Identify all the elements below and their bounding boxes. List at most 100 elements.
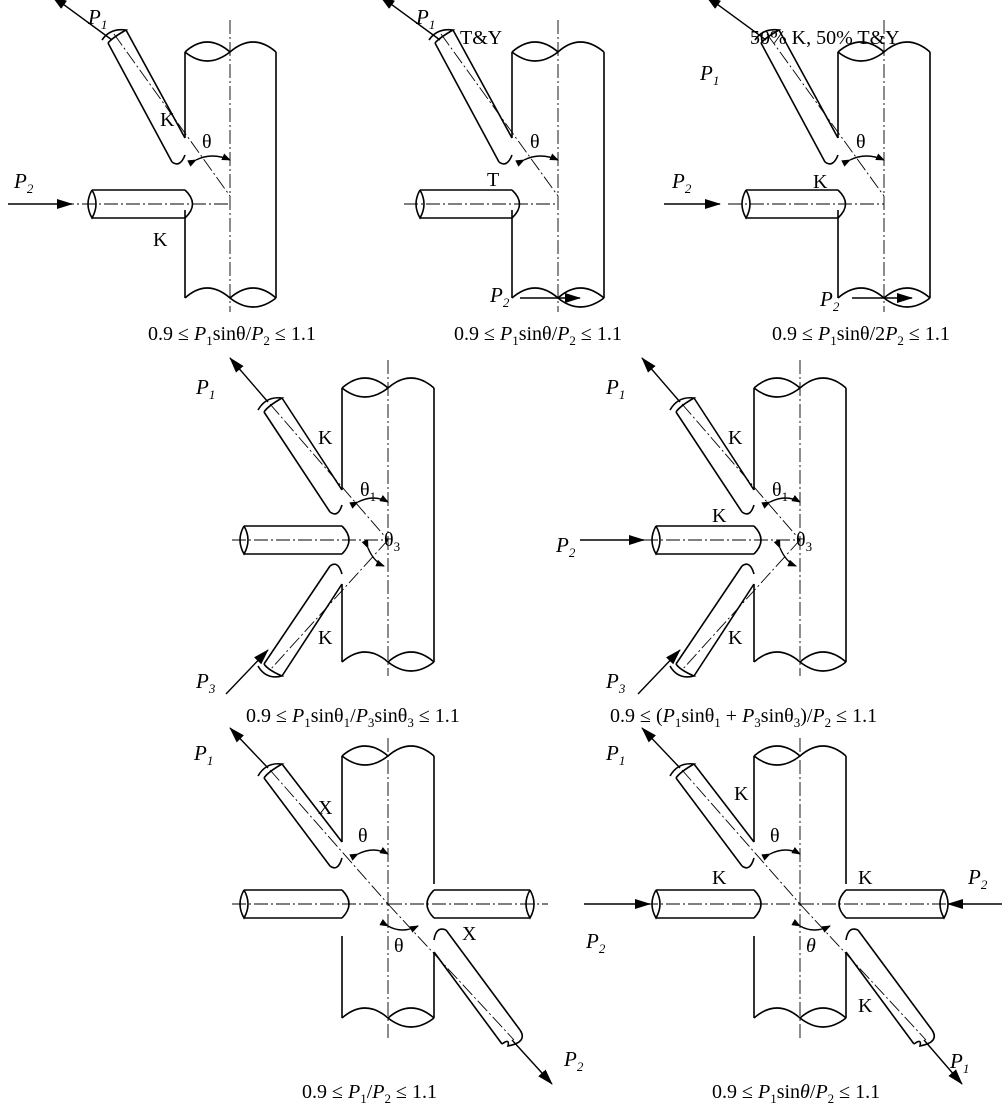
formula-b: 0.9 ≤ P1sinθ/P2 ≤ 1.1 xyxy=(454,323,622,348)
joint-label-k-upper: K xyxy=(160,109,175,131)
upper-diagonal-brace xyxy=(257,396,389,541)
angle-label-theta1: θ1 xyxy=(360,479,376,504)
formula-c: 0.9 ≤ P1sinθ/2P2 ≤ 1.1 xyxy=(772,323,950,348)
formula-g: 0.9 ≤ P1sinθ/P2 ≤ 1.1 xyxy=(712,1081,880,1106)
formula-f: 0.9 ≤ P1/P2 ≤ 1.1 xyxy=(302,1081,437,1106)
angle-label-theta: θ xyxy=(202,131,212,153)
joint-label-ty: T&Y xyxy=(460,27,502,49)
theta-angle-arc xyxy=(515,153,559,167)
force-label-p2-left: P2 xyxy=(585,929,606,956)
joint-label-k-lower: K xyxy=(318,627,333,649)
joint-label-k-left: K xyxy=(712,867,727,889)
chord-tube xyxy=(753,738,847,1038)
joint-label-k-middle: K xyxy=(712,505,727,527)
panel-g: P1 P2 P2 P1 K K K K θ θ 0.9 ≤ P1sinθ/P2 … xyxy=(584,727,1002,1106)
force-label-p2-right: P2 xyxy=(967,865,988,892)
joint-label-k-lower: K xyxy=(728,627,743,649)
panel-f: P1 P2 X X θ θ 0.9 ≤ P1/P2 ≤ 1.1 xyxy=(193,727,584,1106)
angle-label-theta: θ xyxy=(856,131,866,153)
force-label-p1-bottom: P1 xyxy=(949,1049,969,1076)
horizontal-brace xyxy=(644,525,800,556)
force-arrows xyxy=(225,357,269,695)
force-label-p1: P1 xyxy=(87,5,107,32)
theta-angle-arc-upper xyxy=(349,846,389,861)
chord-tube xyxy=(511,20,605,312)
horizontal-brace xyxy=(232,525,388,556)
force-label-p1: P1 xyxy=(415,5,435,32)
force-label-p3: P3 xyxy=(195,669,216,696)
force-label-p2: P2 xyxy=(489,283,510,310)
panel-c: P1 P2 P2 50% K, 50% T&Y K θ 0.9 ≤ P1sinθ… xyxy=(664,0,950,348)
force-label-p2-bottom: P2 xyxy=(819,287,840,314)
upper-diagonal-brace xyxy=(669,396,801,541)
joint-label-k: K xyxy=(813,171,828,193)
force-label-p2: P2 xyxy=(563,1047,584,1074)
angle-label-theta-lower: θ xyxy=(806,935,816,957)
theta-angle-arc-lower xyxy=(379,918,419,933)
force-arrows xyxy=(584,727,1002,1085)
force-label-p3: P3 xyxy=(605,669,626,696)
diagonal-brace xyxy=(428,28,559,197)
panel-e: P1 P2 P3 K K K θ1 θ3 0.9 ≤ (P1sinθ1 + P3… xyxy=(555,357,877,730)
joint-label-mixed: 50% K, 50% T&Y xyxy=(750,27,900,49)
force-arrows xyxy=(379,0,581,303)
joint-label-k-upper: K xyxy=(728,427,743,449)
formula-d: 0.9 ≤ P1sinθ1/P3sinθ3 ≤ 1.1 xyxy=(246,705,460,730)
joint-label-k-upper: K xyxy=(318,427,333,449)
force-arrows xyxy=(229,727,553,1085)
right-horizontal-brace xyxy=(800,889,962,920)
chord-tube xyxy=(184,20,277,312)
theta-angle-arc-upper xyxy=(761,846,801,861)
upper-diagonal-brace xyxy=(257,762,389,905)
lower-diagonal-brace xyxy=(799,903,936,1048)
force-label-p1: P1 xyxy=(605,375,625,402)
upper-diagonal-brace xyxy=(669,762,801,905)
theta-angle-arc-lower xyxy=(791,918,831,933)
angle-label-theta3: θ3 xyxy=(796,529,812,554)
lower-diagonal-brace xyxy=(669,539,801,678)
formula-a: 0.9 ≤ P1sinθ/P2 ≤ 1.1 xyxy=(148,323,316,348)
force-label-p2-left: P2 xyxy=(671,169,692,196)
theta-angle-arc xyxy=(187,153,231,167)
theta3-angle-arc xyxy=(361,539,385,567)
joint-label-k-right: K xyxy=(858,867,873,889)
lower-diagonal-brace xyxy=(257,539,389,678)
force-label-p2: P2 xyxy=(555,533,576,560)
angle-label-theta-upper: θ xyxy=(770,825,780,847)
horizontal-brace xyxy=(728,189,884,220)
theta1-angle-arc xyxy=(761,494,801,509)
chord-tube xyxy=(341,360,435,676)
diagonal-brace xyxy=(101,28,231,197)
theta-angle-arc xyxy=(841,153,885,167)
angle-label-theta-upper: θ xyxy=(358,825,368,847)
force-arrows xyxy=(664,0,913,303)
theta3-angle-arc xyxy=(773,539,797,567)
panel-b: P1 P2 T&Y T θ 0.9 ≤ P1sinθ/P2 ≤ 1.1 xyxy=(379,0,622,348)
angle-label-theta-lower: θ xyxy=(394,935,404,957)
left-horizontal-brace xyxy=(232,889,388,920)
left-horizontal-brace xyxy=(644,889,800,920)
force-label-p1: P1 xyxy=(193,741,213,768)
joint-label-t: T xyxy=(487,169,499,191)
force-label-p1-top: P1 xyxy=(605,741,625,768)
joint-label-x-lower: X xyxy=(462,923,477,945)
joint-label-k-upper-diagonal: K xyxy=(734,783,749,805)
chord-tube xyxy=(341,738,435,1038)
lower-diagonal-brace xyxy=(387,903,524,1048)
panel-d: P1 P3 K K θ1 θ3 0.9 ≤ P1sinθ1/P3sinθ3 ≤ … xyxy=(195,357,460,730)
force-arrows xyxy=(580,357,681,695)
diagonal-brace xyxy=(754,28,885,197)
angle-label-theta1: θ1 xyxy=(772,479,788,504)
joint-label-k-lower-diagonal: K xyxy=(858,995,873,1017)
joint-label-k-lower: K xyxy=(153,229,168,251)
formula-e: 0.9 ≤ (P1sinθ1 + P3sinθ3)/P2 ≤ 1.1 xyxy=(610,705,877,730)
joint-label-x-upper: X xyxy=(318,797,333,819)
chord-tube xyxy=(837,20,931,312)
angle-label-theta: θ xyxy=(530,131,540,153)
force-label-p1: P1 xyxy=(699,61,719,88)
theta1-angle-arc xyxy=(349,494,389,509)
force-arrows xyxy=(8,0,113,209)
horizontal-brace xyxy=(404,189,558,220)
